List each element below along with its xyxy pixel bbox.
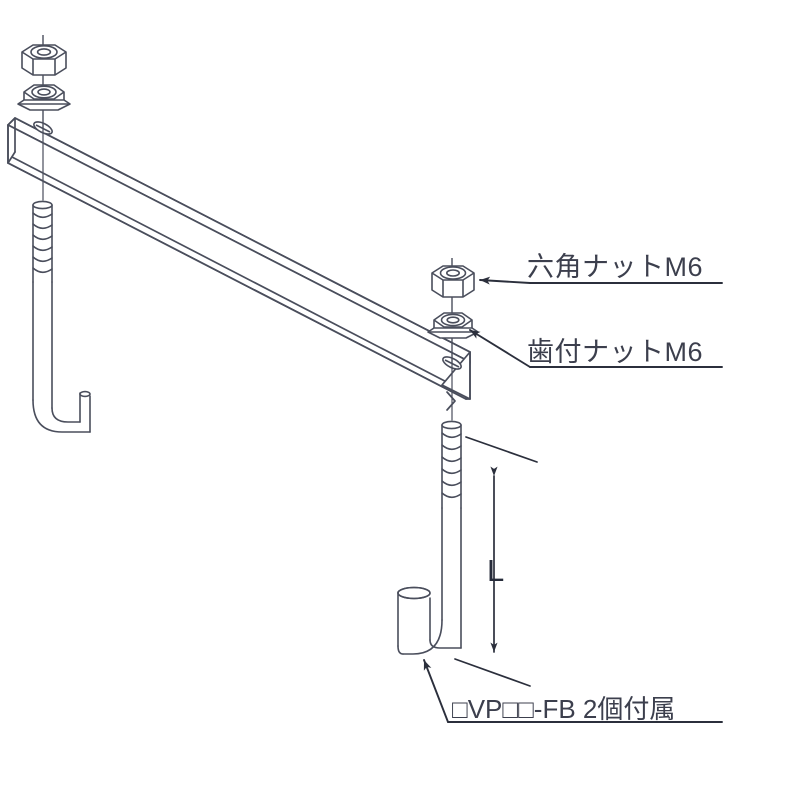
channel-beam <box>7 117 471 411</box>
left-fastener-stack <box>17 35 71 128</box>
toothed-flange-nut-left <box>17 84 71 111</box>
toothed-nut-label: 歯付ナットM6 <box>527 337 704 367</box>
right-fastener-stack <box>427 258 479 363</box>
dimension-line-l <box>454 436 538 687</box>
hex-nut-right <box>431 265 475 298</box>
dimension-label-l: L <box>487 553 505 588</box>
leader-toothed-nut <box>469 329 723 368</box>
j-hook-bolt-right <box>397 362 462 655</box>
leader-part-number <box>423 659 723 723</box>
hex-nut-label: 六角ナットM6 <box>527 252 704 282</box>
j-hook-bolt-left <box>32 127 91 433</box>
hex-nut-left <box>21 44 67 76</box>
leader-hex-nut <box>479 276 723 285</box>
toothed-flange-nut-right <box>427 312 479 339</box>
part-number-label: □VP□□-FB 2個付属 <box>452 694 676 724</box>
